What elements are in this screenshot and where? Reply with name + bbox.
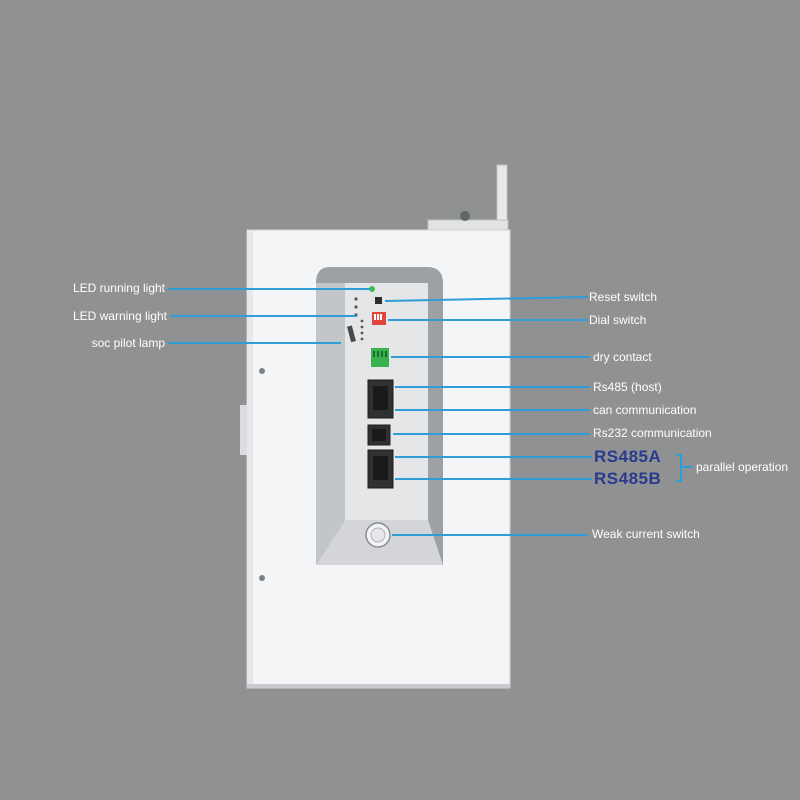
label-can-communication: can communication xyxy=(593,403,697,417)
label-rs485b: RS485B xyxy=(594,469,662,488)
led-indicator-icon xyxy=(346,286,375,343)
label-rs485a: RS485A xyxy=(594,447,662,466)
label-dial-switch: Dial switch xyxy=(589,313,647,327)
label-weak-current-switch: Weak current switch xyxy=(592,527,700,541)
label-dry-contact: dry contact xyxy=(593,350,652,364)
leader-lines xyxy=(168,288,592,536)
reset-switch-icon xyxy=(375,297,382,304)
terminal-block-icon xyxy=(371,348,389,367)
dip-switch-icon xyxy=(372,312,386,325)
label-soc-pilot: soc pilot lamp xyxy=(91,336,165,350)
label-parallel-operation: parallel operation xyxy=(696,460,789,474)
label-rs232-communication: Rs232 communication xyxy=(593,426,712,440)
rj45-port-icon xyxy=(367,379,394,489)
round-button-icon xyxy=(365,522,391,548)
label-reset-switch: Reset switch xyxy=(589,290,658,304)
leader-reset-switch xyxy=(384,296,589,302)
label-led-running: LED running light xyxy=(72,281,165,295)
label-rs485-host: Rs485 (host) xyxy=(593,380,662,394)
label-led-warning: LED warning light xyxy=(72,309,167,323)
parallel-bracket xyxy=(676,454,692,482)
mounting-bracket xyxy=(427,164,509,231)
